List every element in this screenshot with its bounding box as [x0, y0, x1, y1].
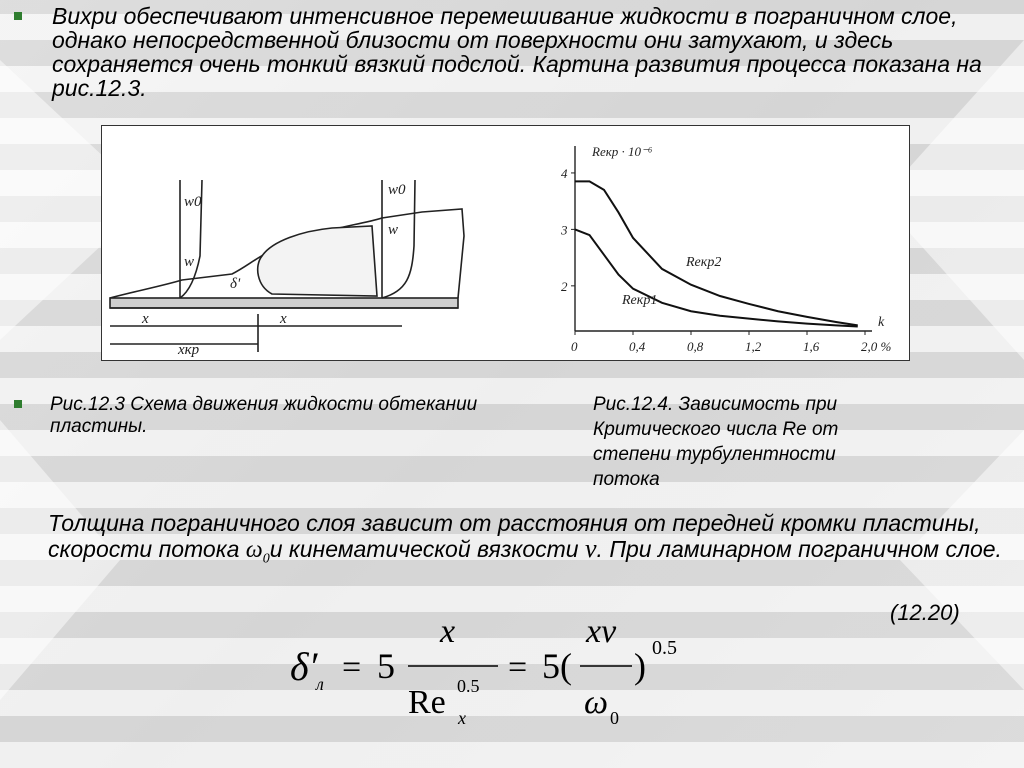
formula-eq2: = [508, 649, 527, 686]
chart-ticks: 0 0,4 0,8 1,2 1,6 2,0 % 2 3 4 [560, 166, 892, 354]
series-line-Reкр1 [574, 228, 858, 328]
chart-ylabel: Reкр · 10⁻⁶ [591, 144, 653, 159]
nu-symbol: ν [585, 534, 597, 563]
chart-area: 0 0,4 0,8 1,2 1,6 2,0 % 2 3 4 Reкр · 10⁻⁶ k Reкр… [560, 144, 892, 354]
omega-subscript: 0 [262, 551, 270, 567]
y-tick-label: 3 [560, 222, 568, 237]
formula-re-sub: x [457, 708, 466, 728]
velocity-profile-laminar [179, 179, 203, 299]
caption-line-4: потока [593, 469, 660, 490]
plate [109, 297, 459, 309]
label-recr2: Reкр2 [685, 255, 721, 270]
caption-fig-12-3: Рис.12.3 Схема движения жидкости обтекан… [50, 394, 478, 437]
label-delta: δ' [230, 276, 241, 292]
chart-lines [574, 180, 858, 328]
paragraph2-part3: . При ламинарном пограничном слое. [596, 536, 1002, 562]
plate-flow-schematic [109, 179, 465, 352]
formula-num2: xν [585, 613, 617, 650]
label-recr1: Reкр1 [621, 293, 657, 308]
x-tick-label: 2,0 % [861, 339, 892, 354]
formula-eq1: = [342, 649, 361, 686]
caption-line-3: степени турбулентности [593, 444, 836, 465]
y-tick-label: 2 [561, 279, 568, 294]
equation-number: (12.20) [890, 600, 960, 625]
formula-num1: x [439, 613, 455, 650]
formula-close: ) [634, 646, 646, 686]
x-tick-label: 0 [571, 339, 578, 354]
caption-line-2: Критического числа Re от [593, 419, 839, 440]
x-tick-label: 0,8 [687, 339, 704, 354]
label-w0-b: w0 [388, 182, 406, 198]
formula-coef1: 5 [377, 646, 395, 686]
label-x1: x [141, 311, 149, 327]
formula-coef2: 5( [542, 646, 572, 686]
x-tick-label: 1,6 [803, 339, 820, 354]
x-tick-label: 1,2 [745, 339, 762, 354]
intro-paragraph: Вихри обеспечивают интенсивное перемешив… [52, 3, 982, 101]
label-w0-a: w0 [184, 194, 202, 210]
caption-fig-12-4: Рис.12.4. Зависимость при Критического ч… [593, 394, 953, 494]
y-tick-label: 4 [561, 166, 568, 181]
formula-re: Re [408, 684, 446, 721]
caption-line-1: Рис.12.4. Зависимость при [593, 394, 838, 415]
bullet-marker-2 [14, 400, 22, 408]
figures-svg: w0 w w0 w δ' x x xкр 0 0,4 0,8 1,2 1,6 2,0 % 2… [109, 144, 892, 358]
formula-delta-sub: л [315, 674, 324, 694]
label-w-b: w [388, 222, 398, 238]
formula-delta: δ′ [290, 644, 319, 689]
chart-xlabel: k [878, 315, 885, 330]
formula-re-power: 0.5 [457, 676, 480, 696]
boundary-layer-paragraph: Толщина пограничного слоя зависит от рас… [48, 510, 1008, 573]
label-xkr: xкр [177, 342, 200, 358]
series-line-Reкр2 [575, 180, 858, 327]
velocity-profile-turbulent [381, 179, 416, 299]
omega-symbol: ω [245, 537, 263, 563]
label-x2: x [279, 311, 287, 327]
bullet-marker [14, 12, 22, 20]
turbulent-region [256, 225, 378, 297]
formula-omega: ω [584, 684, 608, 721]
formula-power: 0.5 [652, 637, 677, 659]
x-tick-label: 0,4 [629, 339, 646, 354]
label-w-a: w [184, 254, 194, 270]
paragraph2-part2: и кинематической вязкости [269, 536, 585, 562]
formula-omega-sub: 0 [610, 708, 619, 728]
boundary-layer-formula: δ′ л = 5 x Re 0.5 x = 5( xν ω 0 ) 0.5 [290, 613, 677, 728]
paragraph2-part1: Толщина пограничного слоя зависит от рас… [48, 510, 981, 562]
figure-panel: w0 w w0 w δ' x x xкр 0 0,4 0,8 1,2 1,6 2,0 % 2… [101, 125, 910, 361]
